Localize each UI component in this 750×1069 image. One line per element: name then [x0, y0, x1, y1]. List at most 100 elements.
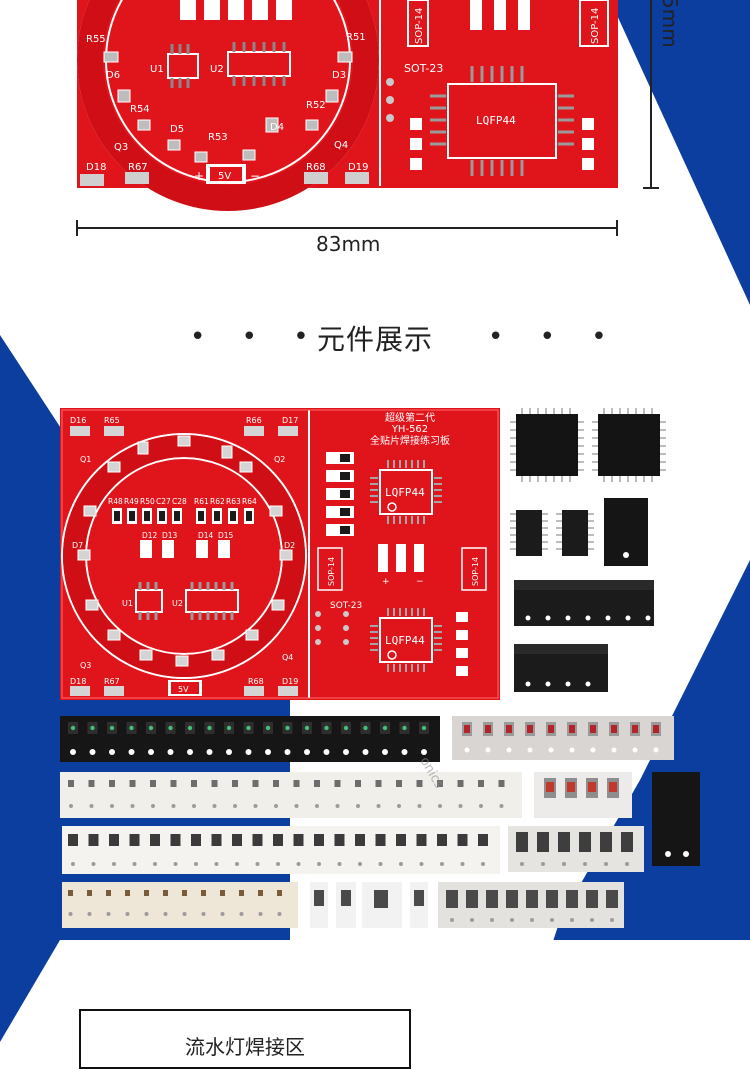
demo-silk-r62: R62: [210, 497, 225, 506]
led-dot: [90, 725, 95, 731]
component-pocket: [144, 890, 149, 896]
led-dot: [148, 725, 154, 731]
sprocket-hole: [68, 912, 73, 916]
component-pocket: [239, 890, 244, 896]
sprocket-hole: [510, 918, 514, 922]
sprocket-hole: [125, 912, 130, 916]
sprocket-hole: [485, 747, 491, 753]
sprocket-hole: [167, 749, 174, 755]
silk-r51: R51: [346, 32, 366, 43]
component-pocket: [252, 834, 263, 846]
sprocket-hole: [109, 749, 115, 755]
demo-silk-r68: R68: [248, 677, 264, 686]
sprocket-hole: [235, 862, 239, 866]
sprocket-hole: [419, 862, 424, 866]
silk-r55: R55: [86, 34, 106, 45]
sprocket-hole: [245, 749, 252, 755]
led-dot: [265, 725, 271, 731]
sprocket-hole: [506, 747, 512, 753]
sprocket-hole: [569, 747, 575, 753]
component-pocket: [416, 780, 423, 787]
sprocket-hole: [490, 918, 494, 922]
resistor-tape: [62, 882, 298, 928]
silk-u1: U1: [150, 64, 164, 75]
component-display-image: 超级第二代 YH-562 全贴片焊接练习板 D16 R65 R66 D17 Q1…: [60, 408, 700, 928]
sprocket-hole: [417, 804, 422, 808]
component-pocket: [334, 834, 345, 846]
demo-silk-c27: C27: [156, 497, 171, 506]
sprocket-hole: [296, 862, 301, 866]
sprocket-hole: [173, 862, 178, 866]
sprocket-hole: [253, 804, 258, 808]
component-pocket: [558, 832, 570, 852]
sot23-tape: [514, 580, 654, 626]
demo-silk-lqfp44-top: LQFP44: [385, 486, 425, 499]
sprocket-hole: [265, 749, 271, 755]
led-dot: [324, 725, 329, 731]
component-pocket: [446, 890, 458, 908]
component-pocket: [457, 780, 464, 787]
silk-r67: R67: [128, 162, 148, 173]
diode-body: [632, 725, 638, 733]
sprocket-hole: [194, 862, 198, 866]
component-pocket: [416, 834, 427, 846]
diode-body: [546, 782, 554, 792]
led-dot: [285, 725, 290, 731]
demo-silk-r49: R49: [124, 497, 139, 506]
silk-d3: D3: [332, 70, 346, 81]
sprocket-hole: [148, 749, 154, 755]
silk-d4: D4: [270, 122, 284, 133]
sprocket-hole: [192, 804, 196, 808]
sprocket-hole: [226, 749, 232, 755]
component-pocket: [355, 780, 361, 787]
demo-silk-sop14-right: SOP-14: [471, 557, 480, 586]
led-dot: [129, 725, 134, 731]
sprocket-hole: [212, 804, 217, 808]
sprocket-hole: [110, 804, 114, 808]
component-pocket: [355, 834, 365, 846]
silk-u2: U2: [210, 64, 224, 75]
component-pocket: [396, 834, 406, 846]
led-dot: [304, 725, 310, 731]
sprocket-hole: [171, 804, 176, 808]
demo-silk-q2: Q2: [274, 455, 285, 464]
component-pocket: [125, 890, 130, 896]
led-dot: [70, 725, 76, 731]
resistor-tape: [60, 772, 522, 818]
silk-d18: D18: [86, 162, 106, 173]
sprocket-hole: [304, 749, 310, 755]
led-dot: [207, 725, 212, 731]
demo-silk-sop14-left: SOP-14: [327, 557, 336, 586]
diode-body: [548, 725, 554, 733]
capacitor-tape: [508, 826, 644, 872]
component-pocket: [437, 834, 447, 846]
component-pocket: [106, 890, 111, 896]
sprocket-hole: [69, 804, 73, 808]
silk-r54: R54: [130, 104, 150, 115]
component-pocket: [252, 780, 259, 787]
component-pocket: [211, 834, 222, 846]
sprocket-hole: [541, 862, 545, 866]
sprocket-hole: [201, 912, 206, 916]
sprocket-hole: [378, 862, 383, 866]
component-pocket: [586, 890, 598, 908]
component-pocket: [273, 780, 279, 787]
component-pocket: [334, 780, 341, 787]
diode-body: [485, 725, 491, 733]
silk-minus: −: [250, 169, 260, 183]
component-pocket: [621, 832, 633, 852]
component-pocket: [516, 832, 528, 852]
diode-tape: [452, 716, 674, 760]
sprocket-hole: [163, 912, 168, 916]
component-pocket: [478, 834, 488, 846]
heading-dots-left: • • •: [190, 322, 323, 352]
demo-silk-u1: U1: [122, 599, 133, 608]
diode-body: [567, 782, 575, 792]
silk-plus: +: [194, 169, 204, 183]
silk-d5: D5: [170, 124, 184, 135]
demo-silk-d14: D14: [198, 531, 214, 540]
heading-dots-right: • • •: [488, 322, 621, 352]
resistor-tape: [62, 826, 500, 874]
silk-r53: R53: [208, 132, 228, 143]
sprocket-hole: [144, 912, 149, 916]
